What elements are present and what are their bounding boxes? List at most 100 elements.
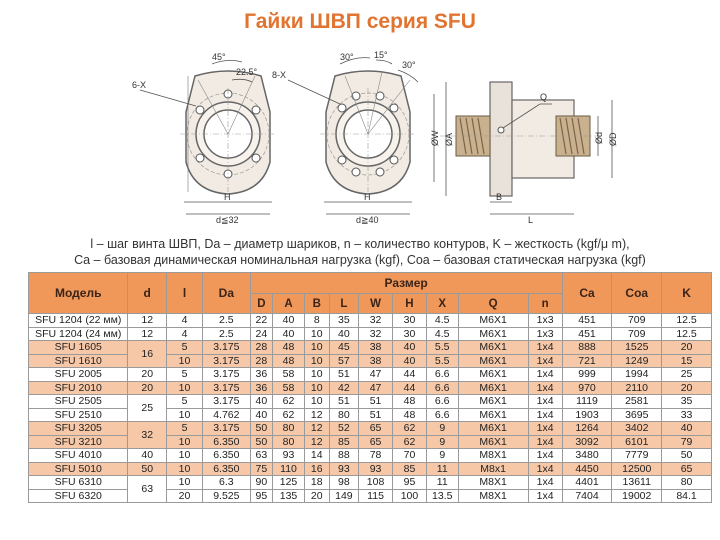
subheader: W (358, 293, 393, 314)
technical-drawings: 45° 22.5° 6-X H d≦32 30° 15° 30° 8-X H (132, 50, 618, 225)
cell-da: 6.3 (202, 475, 251, 490)
cell-ca: 1119 (561, 394, 613, 409)
cell-d: 63 (127, 475, 167, 503)
cell-ca: 7404 (561, 488, 613, 503)
cell-w: 47 (358, 380, 393, 395)
cell-ca: 970 (561, 380, 613, 395)
cell-coa: 6101 (611, 434, 663, 449)
cell-k: 80 (661, 475, 712, 490)
cell-x: 11 (425, 475, 459, 490)
cell-x: 13.5 (425, 488, 459, 503)
cell-l: 10 (165, 353, 204, 368)
cell-coa: 1994 (611, 367, 663, 382)
cell-l: 10 (165, 475, 204, 490)
svg-text:B: B (496, 192, 502, 202)
cell-a: 40 (272, 326, 305, 341)
cell-b: 8 (303, 313, 330, 328)
cell-n: 1x4 (527, 434, 563, 449)
header-da: Da (202, 272, 251, 314)
cell-d: 75 (249, 461, 274, 476)
cell-coa: 19002 (611, 488, 663, 503)
cell-l: 149 (328, 488, 360, 503)
legend: l – шаг винта ШВП, Da – диаметр шариков,… (0, 236, 720, 268)
cell-d: 50 (249, 421, 274, 436)
cell-l: 88 (328, 448, 360, 463)
svg-text:15°: 15° (374, 50, 388, 60)
svg-text:45°: 45° (212, 52, 226, 62)
cell-n: 1x4 (527, 461, 563, 476)
cell-coa: 12500 (611, 461, 663, 476)
svg-text:H: H (224, 192, 231, 202)
cell-x: 6.6 (425, 380, 459, 395)
cell-a: 62 (272, 407, 305, 422)
cell-d: 28 (249, 340, 274, 355)
cell-k: 20 (661, 340, 712, 355)
cell-l: 10 (165, 448, 204, 463)
cell-l: 5 (165, 394, 204, 409)
cell-l: 40 (328, 326, 360, 341)
cell-n: 1x4 (527, 380, 563, 395)
cell-x: 4.5 (425, 326, 459, 341)
cell-b: 10 (303, 340, 330, 355)
cell-n: 1x4 (527, 407, 563, 422)
cell-ca: 3092 (561, 434, 613, 449)
cell-w: 93 (358, 461, 393, 476)
cell-w: 78 (358, 448, 393, 463)
cell-da: 3.175 (202, 353, 251, 368)
cell-b: 18 (303, 475, 330, 490)
cell-h: 85 (392, 461, 427, 476)
cell-x: 11 (425, 461, 459, 476)
cell-model: SFU 3205 (27, 421, 129, 436)
sub-header-row: D A B L W H X Q n (29, 293, 712, 314)
cell-k: 50 (661, 448, 712, 463)
cell-d: 25 (127, 394, 167, 422)
cell-h: 100 (392, 488, 427, 503)
cell-l: 57 (328, 353, 360, 368)
cell-da: 3.175 (202, 340, 251, 355)
cell-b: 10 (303, 367, 330, 382)
cell-l: 80 (328, 407, 360, 422)
cell-d: 24 (249, 326, 274, 341)
cell-q: M8X1 (457, 488, 529, 503)
cell-l: 10 (165, 434, 204, 449)
cell-a: 48 (272, 353, 305, 368)
cell-b: 14 (303, 448, 330, 463)
cell-q: M6X1 (457, 367, 529, 382)
cell-l: 93 (328, 461, 360, 476)
cell-l: 5 (165, 340, 204, 355)
cell-da: 6.350 (202, 434, 251, 449)
cell-coa: 709 (611, 313, 663, 328)
cell-da: 3.175 (202, 394, 251, 409)
side-view-drawing: Q ØW ØA Ød ØD B L (430, 81, 618, 225)
cell-d: 40 (249, 407, 274, 422)
cell-b: 12 (303, 421, 330, 436)
svg-text:22.5°: 22.5° (236, 67, 258, 77)
svg-text:H: H (364, 192, 371, 202)
cell-d: 16 (127, 340, 167, 368)
cell-d: 90 (249, 475, 274, 490)
cell-n: 1x3 (527, 326, 563, 341)
header-d: d (127, 272, 167, 314)
cell-w: 51 (358, 394, 393, 409)
svg-text:Ød: Ød (594, 132, 604, 144)
cell-n: 1x4 (527, 394, 563, 409)
legend-line-2: Ca – базовая динамическая номинальная на… (74, 253, 646, 267)
cell-l: 5 (165, 421, 204, 436)
cell-w: 108 (358, 475, 393, 490)
cell-b: 10 (303, 326, 330, 341)
cell-k: 33 (661, 407, 712, 422)
cell-l: 85 (328, 434, 360, 449)
cell-a: 135 (272, 488, 305, 503)
cell-k: 40 (661, 421, 712, 436)
subheader: A (272, 293, 305, 314)
cell-b: 12 (303, 434, 330, 449)
cell-q: M6X1 (457, 340, 529, 355)
cell-coa: 1249 (611, 353, 663, 368)
cell-w: 47 (358, 367, 393, 382)
cell-q: M6X1 (457, 326, 529, 341)
cell-b: 10 (303, 380, 330, 395)
